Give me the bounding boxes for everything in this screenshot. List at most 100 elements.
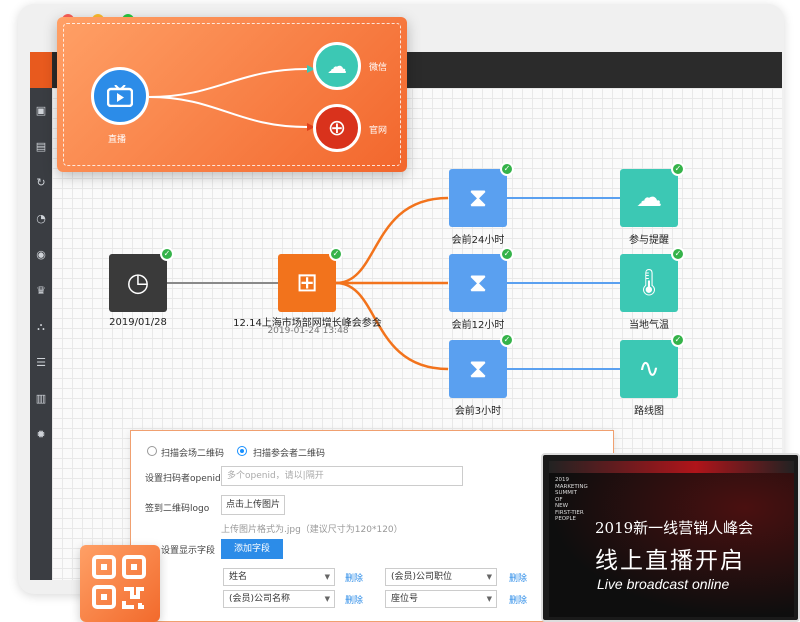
- route-icon: ∿: [638, 354, 660, 384]
- delay-node-24h[interactable]: ⧗ ✓: [449, 162, 514, 227]
- route-node[interactable]: ∿ ✓: [620, 333, 685, 398]
- openid-input[interactable]: 多个openid，请以|隔开: [221, 466, 463, 486]
- tv-icon[interactable]: [91, 67, 149, 125]
- qr-code-badge: [80, 545, 160, 622]
- chevron-down-icon: ▼: [324, 573, 330, 581]
- field-select-name-value: 姓名: [229, 572, 248, 582]
- field-select-name[interactable]: 姓名 ▼: [223, 568, 335, 586]
- users-icon[interactable]: ⛬: [37, 320, 45, 333]
- timer-node[interactable]: ◷ ✓: [109, 247, 174, 312]
- card-connector-wechat: [148, 68, 308, 98]
- upload-image-button[interactable]: 点击上传图片: [221, 495, 285, 515]
- delete-link[interactable]: 删除: [345, 574, 364, 584]
- video-top-strip: [549, 461, 794, 473]
- small-text-line: SUMMIT: [555, 490, 577, 496]
- thermometer-icon: 🌡: [632, 268, 666, 298]
- video-title-line1: 2019新一线营销人峰会: [595, 519, 754, 537]
- hourglass-icon: ⧗: [468, 182, 488, 213]
- field-select-position-value: (会员)公司职位: [391, 572, 453, 582]
- delete-link[interactable]: 删除: [345, 596, 364, 606]
- arrowhead: [307, 65, 315, 73]
- small-text-line: MARKETING: [555, 483, 588, 490]
- delay-node-24h-label: 会前24小时: [451, 235, 505, 246]
- summit-small-text: 2019 MARKETING SUMMIT OF NEW FIRST-TIER …: [555, 477, 588, 523]
- app-logo[interactable]: [30, 52, 52, 88]
- delay-node-3h-label: 会前3小时: [454, 406, 502, 417]
- check-icon: ✓: [500, 162, 514, 176]
- check-icon: ✓: [329, 247, 343, 261]
- check-icon: ✓: [671, 333, 685, 347]
- wechat-label: 微信: [369, 63, 388, 73]
- field-select-seat[interactable]: 座位号 ▼: [385, 590, 497, 608]
- logo-label: 签到二维码logo: [145, 504, 210, 514]
- hourglass-icon: ⧗: [468, 353, 488, 384]
- check-icon: ✓: [500, 247, 514, 261]
- delete-link[interactable]: 删除: [509, 574, 528, 584]
- source-label: 直播: [108, 135, 127, 145]
- crown-icon[interactable]: ♛: [36, 284, 46, 297]
- field-select-position[interactable]: (会员)公司职位 ▼: [385, 568, 497, 586]
- delete-link[interactable]: 删除: [509, 596, 528, 606]
- check-icon: ✓: [500, 333, 514, 347]
- document-icon[interactable]: ▤: [35, 140, 47, 153]
- toggle-icon[interactable]: ☰: [36, 356, 46, 369]
- sidebar: ▣ ▤ ↻ ◔ ◉ ♛ ⛬ ☰ ▥ ✹: [30, 88, 52, 580]
- live-broadcast-preview[interactable]: 2019 MARKETING SUMMIT OF NEW FIRST-TIER …: [541, 453, 800, 622]
- radio-venue-qr[interactable]: [147, 446, 157, 456]
- remind-node[interactable]: ☁ ✓: [620, 162, 685, 227]
- clock-icon: ◷: [126, 268, 150, 298]
- check-icon: ✓: [671, 162, 685, 176]
- openid-label: 设置扫码者openid: [145, 474, 221, 484]
- event-node[interactable]: ⊞ ✓: [278, 247, 343, 312]
- qr-code-icon: [92, 555, 146, 609]
- small-text-line: NEW: [555, 503, 569, 509]
- target-icon[interactable]: ◉: [36, 248, 46, 261]
- check-icon: ✓: [671, 247, 685, 261]
- field-select-seat-value: 座位号: [391, 594, 419, 604]
- pie-chart-icon[interactable]: ◔: [36, 212, 46, 225]
- video-frame: 2019 MARKETING SUMMIT OF NEW FIRST-TIER …: [549, 461, 794, 617]
- delay-node-3h[interactable]: ⧗ ✓: [449, 333, 514, 398]
- video-title-line3: Live broadcast online: [597, 576, 730, 592]
- small-text-line: 2019: [555, 477, 569, 483]
- field-select-company[interactable]: (会员)公司名称 ▼: [223, 590, 335, 608]
- bar-chart-icon[interactable]: ▥: [35, 392, 47, 405]
- video-title-line2: 线上直播开启: [595, 548, 745, 574]
- connector-event-24h: [335, 196, 449, 285]
- small-text-line: FIRST-TIER: [555, 509, 584, 516]
- remind-node-label: 参与提醒: [629, 235, 669, 246]
- route-node-label: 路线图: [634, 406, 664, 417]
- hourglass-icon: ⧗: [468, 267, 488, 298]
- field-select-company-value: (会员)公司名称: [229, 594, 291, 604]
- chevron-down-icon: ▼: [324, 595, 330, 603]
- presentation-icon: ⊞: [296, 268, 318, 298]
- wechat-icon[interactable]: ☁: [313, 42, 361, 90]
- chevron-down-icon: ▼: [486, 595, 492, 603]
- flow-icon[interactable]: ↻: [36, 176, 46, 189]
- settings-icon[interactable]: ✹: [36, 428, 46, 441]
- card-dashed-border: [63, 23, 401, 166]
- chevron-down-icon: ▼: [486, 573, 492, 581]
- arrowhead: [307, 123, 315, 131]
- timer-node-label: 2019/01/28: [109, 317, 167, 328]
- radio-attendee-qr[interactable]: [237, 446, 247, 456]
- delay-node-12h[interactable]: ⧗ ✓: [449, 247, 514, 312]
- website-label: 官网: [369, 126, 388, 136]
- temperature-node[interactable]: 🌡 ✓: [620, 247, 685, 312]
- radio-attendee-qr-label: 扫描参会者二维码: [253, 449, 326, 459]
- wechat-icon: ☁: [636, 183, 662, 213]
- event-node-datetime: 2019-01-24 13:48: [267, 326, 349, 336]
- monitor-icon[interactable]: ▣: [35, 104, 47, 117]
- card-connectors: [148, 65, 315, 131]
- fields-label: 设置显示字段: [161, 546, 216, 556]
- upload-hint: 上传图片格式为.jpg（建议尺寸为120*120）: [221, 525, 403, 535]
- connector-event-3h: [335, 281, 449, 371]
- add-field-button[interactable]: 添加字段: [221, 539, 283, 559]
- globe-icon[interactable]: ⊕: [313, 104, 361, 152]
- delay-node-12h-label: 会前12小时: [451, 320, 505, 331]
- small-text-line: PEOPLE: [555, 516, 576, 522]
- temperature-node-label: 当地气温: [629, 320, 669, 331]
- radio-venue-qr-label: 扫描会场二维码: [161, 449, 225, 459]
